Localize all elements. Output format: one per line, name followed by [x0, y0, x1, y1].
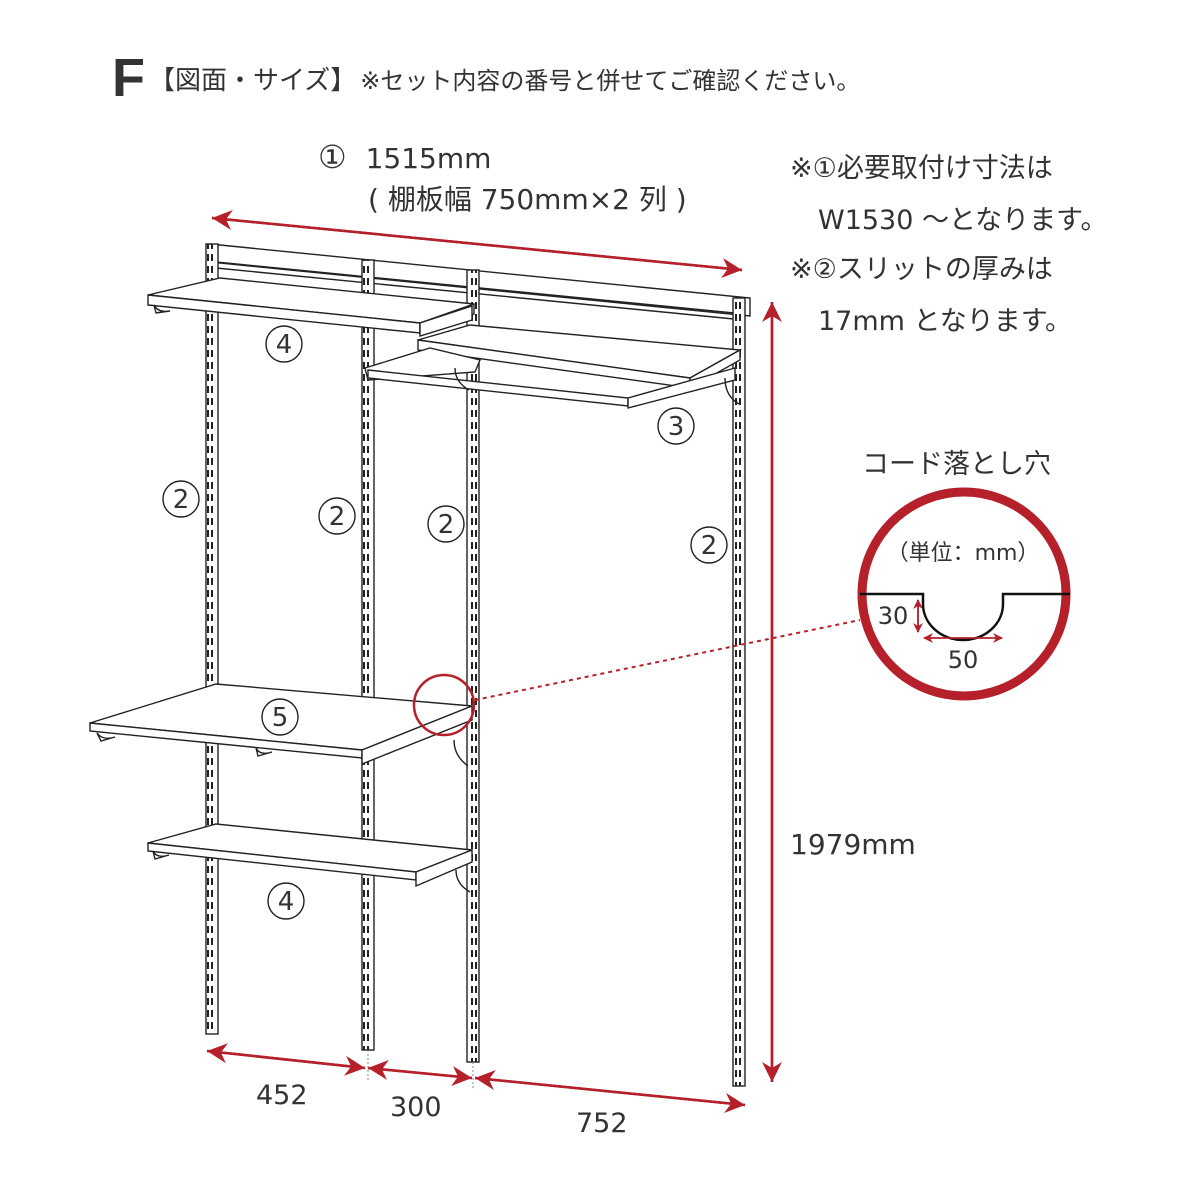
part-label-2b: [318, 497, 356, 535]
part-label-2a: [162, 480, 200, 518]
part-number-text: 5: [272, 703, 289, 733]
part-number-text: 2: [173, 485, 190, 515]
total-width-value: 1515mm: [365, 142, 492, 175]
desk-shelf: [89, 683, 473, 767]
unit-label: （単位：mm）: [887, 541, 1040, 566]
part-number-text: 2: [701, 531, 718, 561]
note-slit-line2: 17mm となります。: [818, 306, 1073, 337]
note-install-width-line1: ※①必要取付け寸法は: [790, 153, 1053, 184]
total-height-label: 1979mm: [790, 828, 916, 861]
note-install-width: ※①必要取付け寸法は W1530 〜となります。: [790, 143, 1107, 247]
shelf-bottom-left: [147, 823, 473, 893]
part-number-text: 3: [668, 412, 685, 442]
header-note: ※セット内容の番号と併せてご確認ください。: [360, 66, 861, 95]
circled-number-1: ①: [318, 138, 347, 176]
span-left-label: 452: [256, 1080, 308, 1111]
shelf-width-detail: ( 棚板幅 750mm×2 列 ): [368, 183, 687, 216]
part-number-text: 4: [276, 330, 293, 360]
cord-hole-title: コード落とし穴: [862, 449, 1051, 480]
span-middle-label: 300: [390, 1092, 442, 1123]
upright-1: [205, 243, 219, 1035]
section-letter: F: [112, 48, 145, 108]
hanger-shelf: [364, 324, 743, 409]
cord-hole-detail: （単位：mm） 30 50: [857, 487, 1071, 701]
cord-hole-callout: [412, 619, 861, 737]
part-label-3: [657, 407, 695, 445]
part-label-4-top: [265, 325, 303, 363]
hole-width-label: 50: [948, 646, 979, 674]
upright-4: [732, 297, 746, 1087]
part-labels: [162, 325, 728, 920]
total-width-label: ① 1515mm: [318, 138, 491, 176]
note-slit-thickness: ※②スリットの厚みは 17mm となります。: [790, 244, 1072, 348]
hole-depth-label: 30: [878, 602, 909, 630]
part-number-text: 4: [278, 887, 295, 917]
part-number-text: 2: [438, 510, 455, 540]
total-width-arrow: [211, 210, 743, 278]
part-label-2d: [690, 526, 728, 564]
part-label-4-bottom: [267, 882, 305, 920]
part-label-2c: [427, 505, 465, 543]
part-label-5: [261, 698, 299, 736]
span-arrows: [206, 1043, 746, 1113]
note-install-width-line2: W1530 〜となります。: [818, 205, 1108, 236]
span-right-label: 752: [576, 1108, 628, 1139]
page-header: F 【図面・サイズ】 ※セット内容の番号と併せてご確認ください。: [112, 48, 860, 108]
section-title: 【図面・サイズ】: [149, 65, 357, 96]
note-slit-line1: ※②スリットの厚みは: [790, 254, 1053, 285]
part-number-text: 2: [329, 502, 346, 532]
shelf-top-left: [147, 277, 475, 337]
top-rail: [209, 243, 751, 321]
